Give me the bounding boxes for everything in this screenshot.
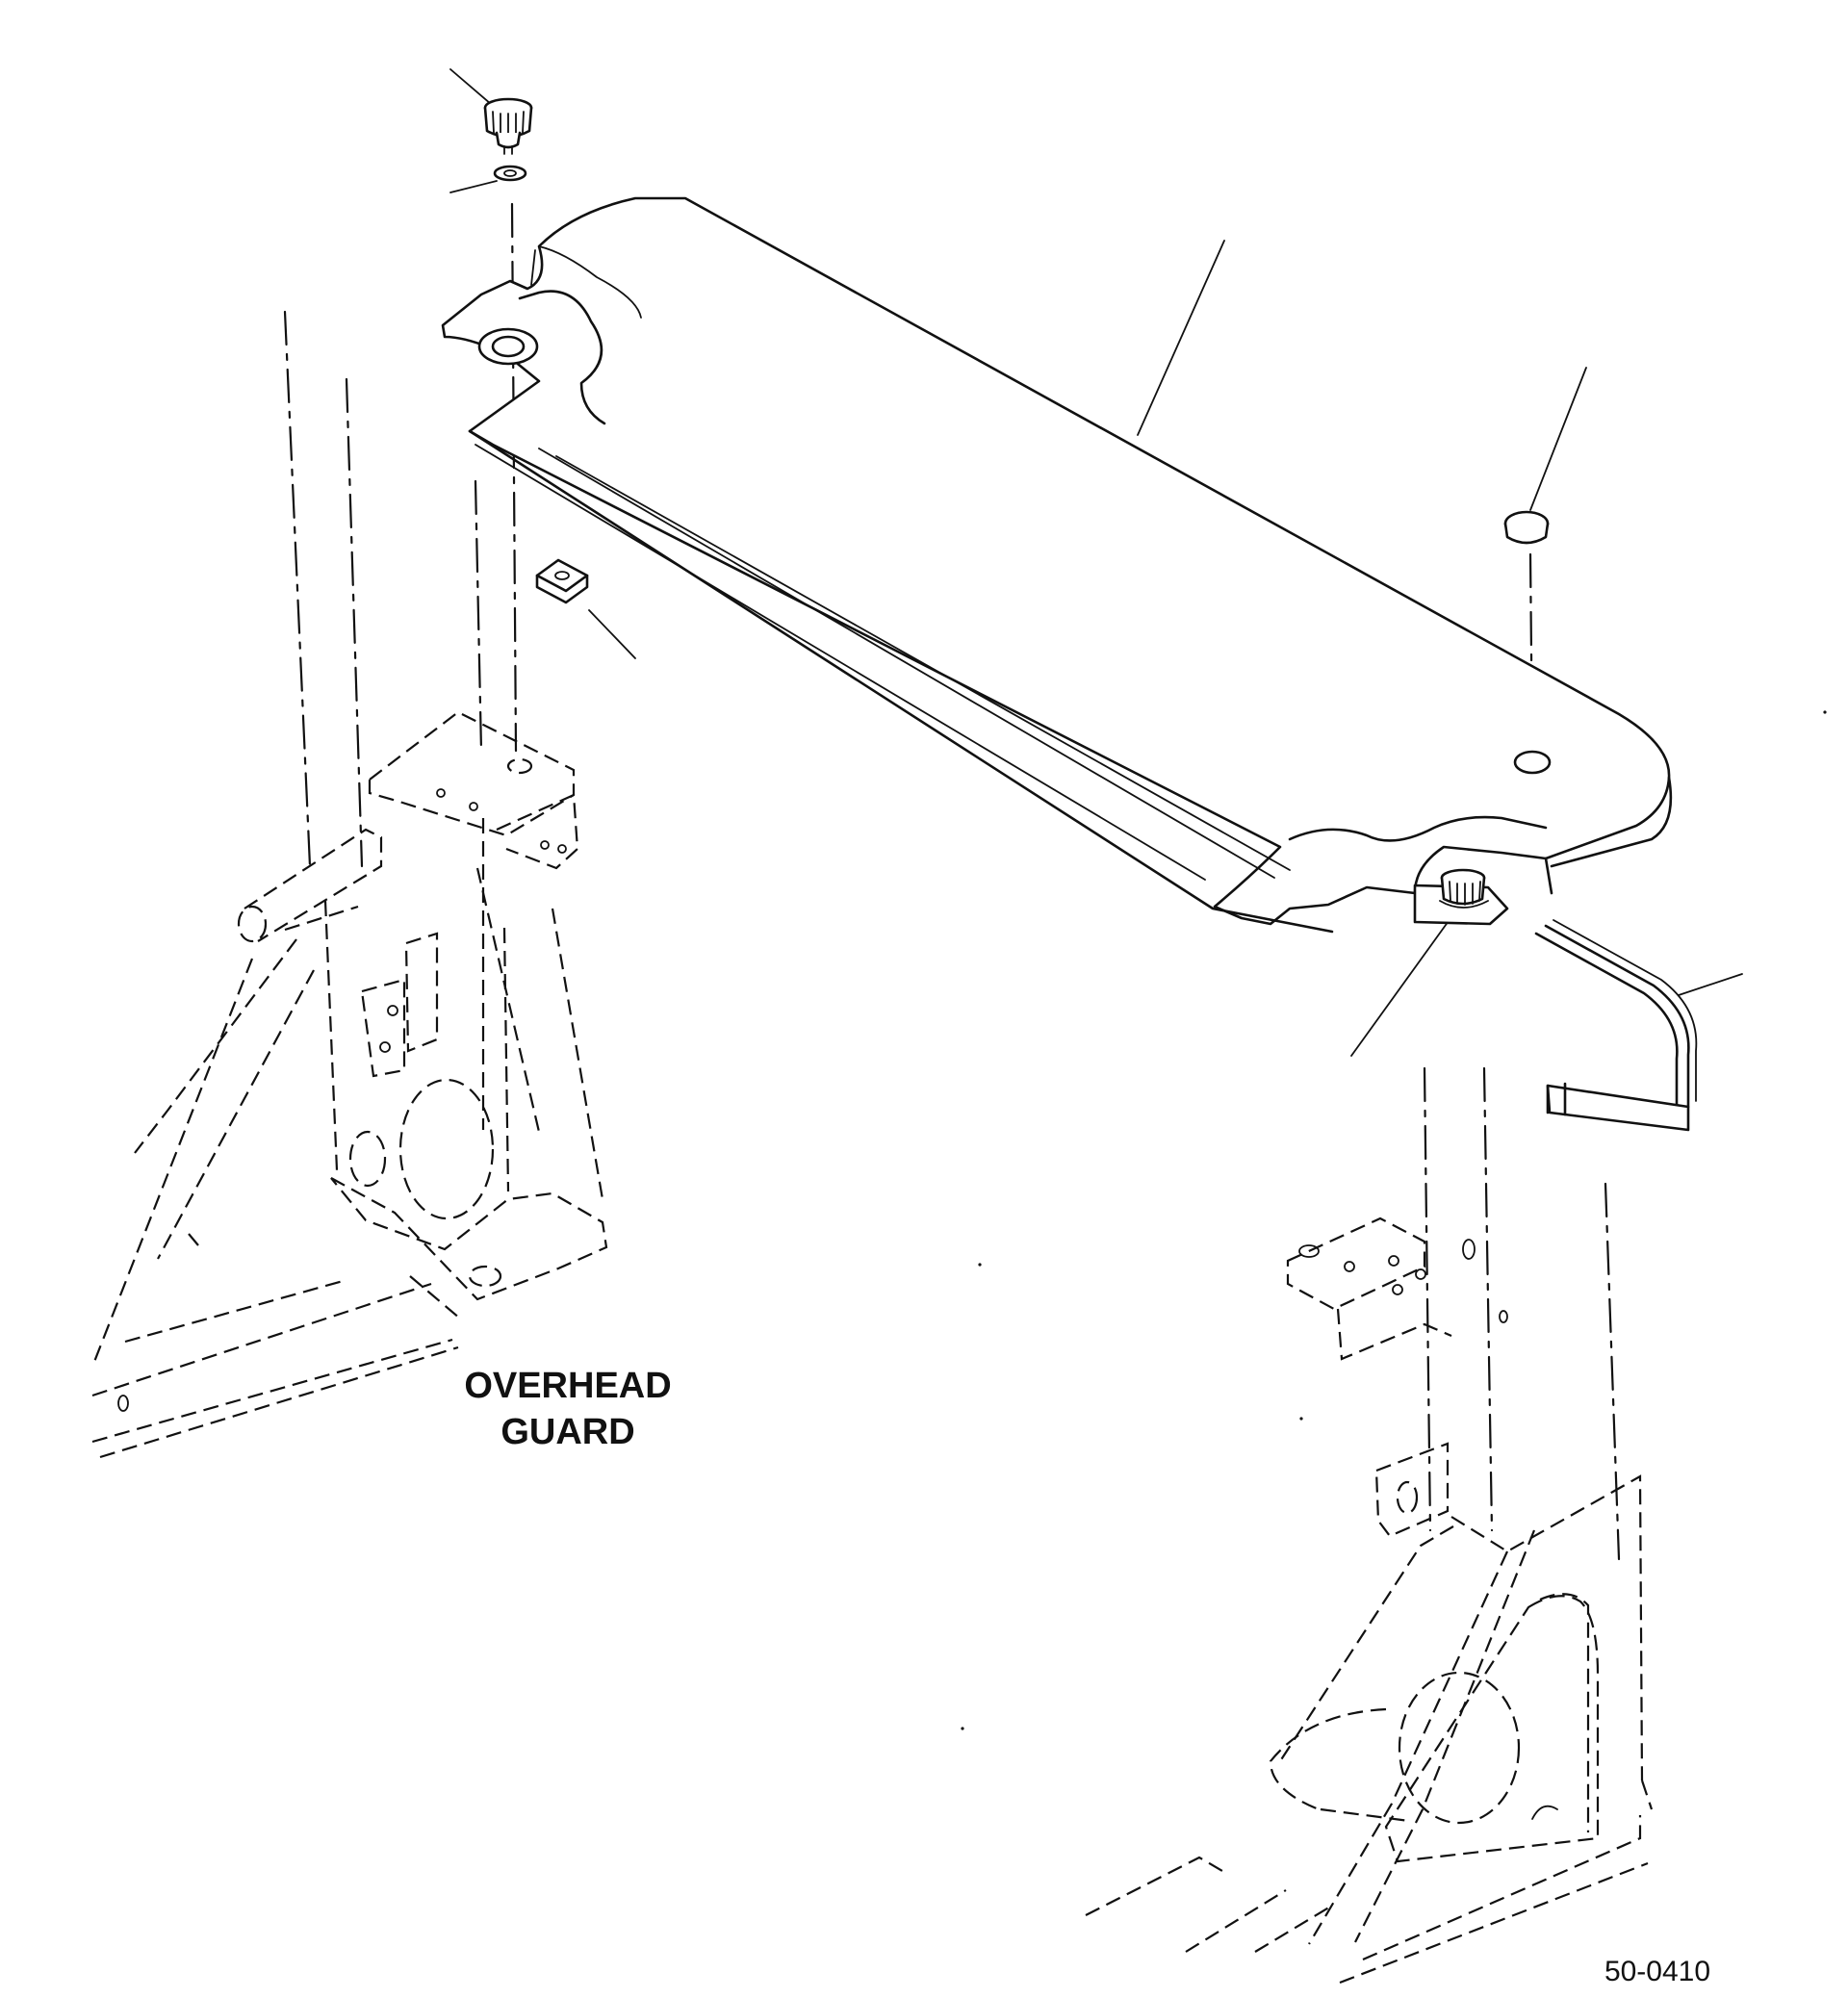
stray-mark bbox=[961, 1727, 964, 1730]
leader-plug bbox=[1529, 367, 1587, 511]
centerline-left-inner bbox=[474, 479, 483, 753]
leader-knob-top bbox=[449, 68, 492, 105]
stray-mark bbox=[978, 1263, 982, 1267]
centerline-plug-axis bbox=[1528, 552, 1534, 757]
leader-lines bbox=[449, 68, 1743, 1057]
assembly-label-line2: GUARD bbox=[500, 1412, 634, 1452]
leader-seal-strip bbox=[1678, 973, 1743, 996]
washer-icon bbox=[493, 165, 527, 182]
square-nut-icon bbox=[535, 558, 589, 604]
hole-plug-icon bbox=[1503, 510, 1550, 545]
leader-guard-panel bbox=[1137, 240, 1225, 436]
seal-strip bbox=[1534, 919, 1698, 1132]
leader-washer bbox=[449, 180, 498, 193]
centerline-right-post-c bbox=[1604, 1182, 1621, 1561]
assembly-label-line1: OVERHEAD bbox=[464, 1366, 671, 1406]
stray-mark bbox=[1299, 1417, 1303, 1421]
figure-number: 50-0410 bbox=[1604, 1956, 1710, 1987]
left-post-bracket bbox=[90, 710, 608, 1459]
centerline-right-post-a bbox=[1423, 1066, 1432, 1532]
centerline-right-post-b bbox=[1482, 1066, 1494, 1532]
knurled-knob-icon bbox=[1439, 868, 1489, 909]
leader-square-nut bbox=[588, 609, 636, 659]
guard-panel bbox=[441, 196, 1673, 934]
leader-knob-bottom bbox=[1350, 913, 1454, 1057]
stray-mark bbox=[1823, 710, 1827, 714]
centerline-left-post-a bbox=[283, 310, 312, 868]
knurled-knob-icon bbox=[483, 97, 533, 155]
centerline-left-post-b bbox=[345, 377, 364, 868]
right-post-bracket bbox=[1085, 1217, 1654, 1985]
